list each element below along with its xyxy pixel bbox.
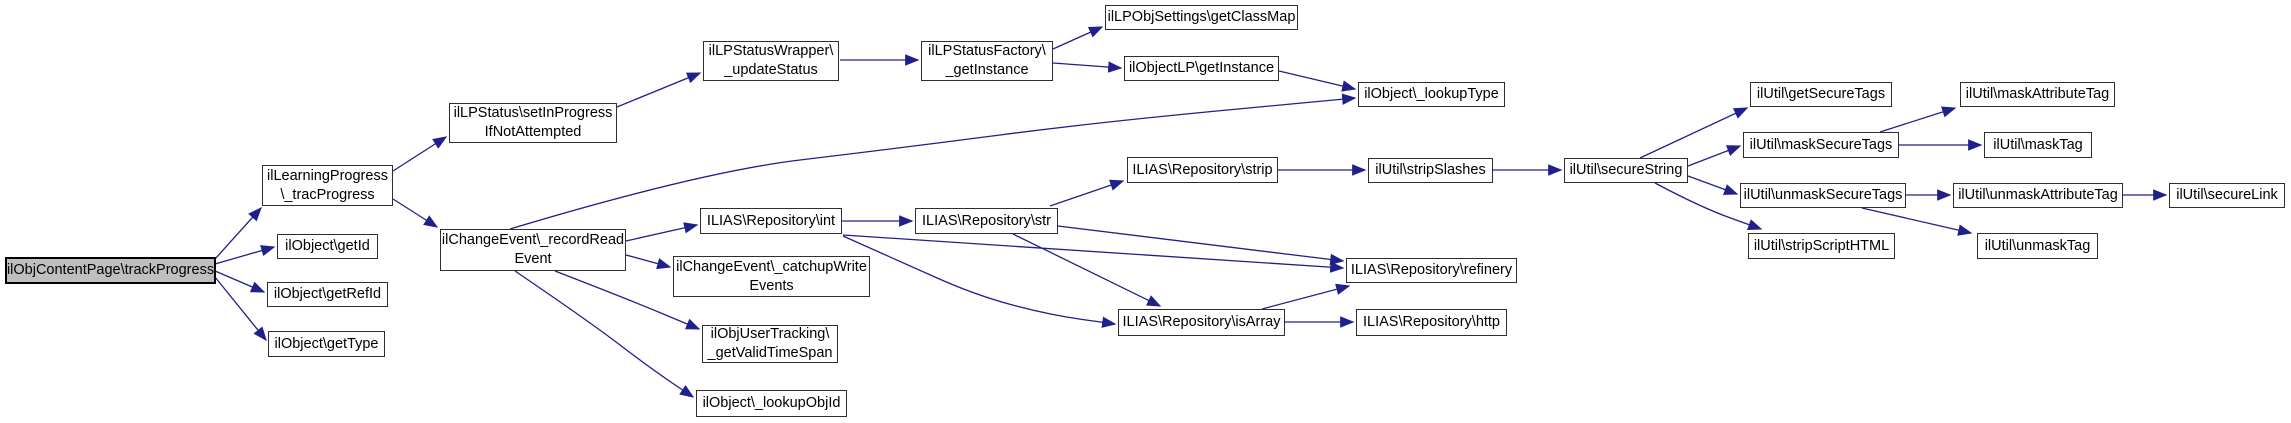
node-lookup-type[interactable]: ilObject\_lookupType bbox=[1358, 82, 1505, 107]
node-strip-script-h-t-m-l[interactable]: ilUtil\stripScriptHTML bbox=[1748, 233, 1895, 259]
node-label: ilUtil\secureString bbox=[1569, 162, 1683, 179]
edge-isArray-refinery bbox=[1261, 283, 1351, 310]
node-strip[interactable]: ILIAS\Repository\strip bbox=[1127, 157, 1278, 183]
node-label: IfNotAttempted bbox=[484, 124, 582, 140]
node-factory-get-instance[interactable]: ilLPStatusFactory\ _getInstance bbox=[921, 41, 1053, 81]
edge-tracProgress-setInProgress bbox=[392, 136, 448, 172]
node-get-valid-time-span[interactable]: ilObjUserTracking\ _getValidTimeSpan bbox=[702, 325, 838, 363]
edge-unmaskSecureTags-unmaskTag bbox=[1861, 207, 1973, 236]
edge-str-isArray bbox=[1012, 233, 1162, 307]
node-get-ref-id[interactable]: ilObject\getRefId bbox=[267, 282, 388, 307]
node-label: ilUtil\secureLink bbox=[2176, 187, 2278, 204]
node-update-status[interactable]: ilLPStatusWrapper\ _updateStatus bbox=[703, 41, 839, 81]
node-label: ilLPStatusFactory\ bbox=[928, 43, 1046, 60]
node-label: ilObjContentPage\trackProgress bbox=[6, 262, 215, 279]
node-secure-string[interactable]: ilUtil\secureString bbox=[1564, 158, 1688, 183]
node-label: _getValidTimeSpan bbox=[707, 345, 833, 361]
edge-int-isArray bbox=[842, 235, 1117, 328]
node-label: ILIAS\Repository\http bbox=[1362, 314, 1500, 331]
node-label: ilUtil\unmaskTag bbox=[1984, 237, 2091, 254]
node-label: ilUtil\getSecureTags bbox=[1756, 86, 1886, 103]
node-get-class-map[interactable]: ilLPObjSettings\getClassMap bbox=[1105, 5, 1298, 30]
edge-setInProgress-updateStatus bbox=[616, 72, 702, 108]
edge-factoryGetInstance-objectLPGetInstance bbox=[1052, 61, 1123, 73]
node-label: ilObject\_lookupObjId bbox=[702, 395, 841, 412]
node-label: ilObject\getRefId bbox=[273, 286, 382, 303]
node-strip-slashes[interactable]: ilUtil\stripSlashes bbox=[1368, 158, 1493, 183]
node-label: ilUtil\maskTag bbox=[1993, 136, 2083, 153]
node-unmask-secure-tags[interactable]: ilUtil\unmaskSecureTags bbox=[1740, 183, 1906, 208]
node-label: _updateStatus bbox=[724, 62, 818, 78]
node-label: ilUtil\stripScriptHTML bbox=[1753, 237, 1890, 254]
edge-secureString-unmaskSecureTags bbox=[1687, 175, 1739, 195]
node-track-progress[interactable]: ilObjContentPage\trackProgress bbox=[5, 257, 216, 284]
node-label: ilUtil\maskAttributeTag bbox=[1965, 86, 2110, 103]
node-label: ilChangeEvent\_recordRead bbox=[441, 232, 625, 249]
edge-tracProgress-recordRead bbox=[392, 198, 439, 228]
node-unmask-attribute-tag[interactable]: ilUtil\unmaskAttributeTag bbox=[1953, 183, 2123, 208]
node-label: ilUtil\unmaskAttributeTag bbox=[1958, 187, 2118, 204]
node-label: ILIAS\Repository\strip bbox=[1132, 161, 1273, 178]
node-refinery[interactable]: ILIAS\Repository\refinery bbox=[1346, 258, 1517, 283]
edge-recordRead-getValidTimeSpan bbox=[554, 270, 701, 330]
node-label: Events bbox=[749, 277, 794, 294]
edge-objectLPGetInstance-lookupType bbox=[1278, 70, 1357, 92]
edge-str-strip bbox=[1049, 179, 1125, 207]
edge-int-refinery bbox=[842, 234, 1345, 273]
node-label: ILIAS\Repository\str bbox=[922, 212, 1051, 229]
edge-maskSecureTags-maskAttributeTag bbox=[1879, 106, 1957, 133]
node-label: ilLPObjSettings\getClassMap bbox=[1107, 9, 1296, 26]
node-label: ilObjUserTracking\ bbox=[710, 326, 830, 343]
node-label: ilChangeEvent\_catchupWrite bbox=[676, 258, 867, 275]
node-str[interactable]: ILIAS\Repository\str bbox=[915, 208, 1058, 234]
node-label: _getInstance bbox=[945, 62, 1029, 78]
edge-trackProgress-tracProgress bbox=[214, 206, 262, 260]
node-label: ilLPStatusWrapper\ bbox=[708, 43, 834, 60]
edge-recordRead-catchupWrite bbox=[625, 254, 672, 270]
edge-str-refinery bbox=[1057, 225, 1345, 266]
node-label: ilObject\getId bbox=[285, 238, 370, 255]
node-label: ilLearningProgress bbox=[267, 167, 388, 184]
node-label: ilUtil\stripSlashes bbox=[1375, 162, 1486, 179]
node-label: Event bbox=[514, 251, 552, 267]
edge-recordRead-int bbox=[625, 222, 699, 242]
edge-recordRead-lookupType bbox=[509, 93, 1357, 230]
node-secure-link[interactable]: ilUtil\secureLink bbox=[2169, 183, 2285, 208]
node-label: ILIAS\Repository\isArray bbox=[1122, 314, 1281, 331]
node-label: ilLPStatus\setInProgress bbox=[453, 105, 613, 122]
node-trac-progress[interactable]: ilLearningProgress \_tracProgress bbox=[262, 165, 393, 206]
node-mask-attribute-tag[interactable]: ilUtil\maskAttributeTag bbox=[1960, 82, 2115, 107]
node-label: ilUtil\unmaskSecureTags bbox=[1743, 187, 1903, 204]
node-label: ilObject\getType bbox=[274, 335, 379, 352]
node-lookup-obj-id[interactable]: ilObject\_lookupObjId bbox=[696, 390, 847, 417]
edge-secureString-stripScriptHTML bbox=[1654, 182, 1763, 231]
node-mask-secure-tags[interactable]: ilUtil\maskSecureTags bbox=[1743, 132, 1899, 158]
node-object-l-p-get-instance[interactable]: ilObjectLP\getInstance bbox=[1124, 56, 1279, 81]
node-unmask-tag[interactable]: ilUtil\unmaskTag bbox=[1977, 233, 2098, 259]
node-get-type[interactable]: ilObject\getType bbox=[268, 331, 385, 357]
edge-trackProgress-getType bbox=[214, 276, 267, 342]
edge-factoryGetInstance-getClassMap bbox=[1052, 26, 1104, 50]
node-label: \_tracProgress bbox=[280, 186, 375, 203]
node-http[interactable]: ILIAS\Repository\http bbox=[1356, 309, 1507, 336]
edge-trackProgress-getId bbox=[214, 245, 276, 265]
edge-recordRead-lookupObjId bbox=[514, 270, 695, 398]
edge-trackProgress-getRefId bbox=[214, 270, 266, 293]
node-label: ilObjectLP\getInstance bbox=[1128, 60, 1275, 77]
node-get-secure-tags[interactable]: ilUtil\getSecureTags bbox=[1750, 82, 1892, 107]
node-get-id[interactable]: ilObject\getId bbox=[277, 234, 378, 259]
edge-secureString-getSecureTags bbox=[1639, 107, 1749, 159]
node-label: ILIAS\Repository\refinery bbox=[1350, 262, 1513, 279]
node-label: ilObject\_lookupType bbox=[1364, 86, 1499, 103]
edge-secureString-maskSecureTags bbox=[1687, 145, 1742, 167]
node-label: ILIAS\Repository\int bbox=[706, 212, 836, 229]
node-mask-tag[interactable]: ilUtil\maskTag bbox=[1984, 132, 2092, 158]
node-int[interactable]: ILIAS\Repository\int bbox=[700, 208, 842, 234]
node-label: ilUtil\maskSecureTags bbox=[1749, 136, 1893, 153]
node-is-array[interactable]: ILIAS\Repository\isArray bbox=[1118, 309, 1285, 336]
